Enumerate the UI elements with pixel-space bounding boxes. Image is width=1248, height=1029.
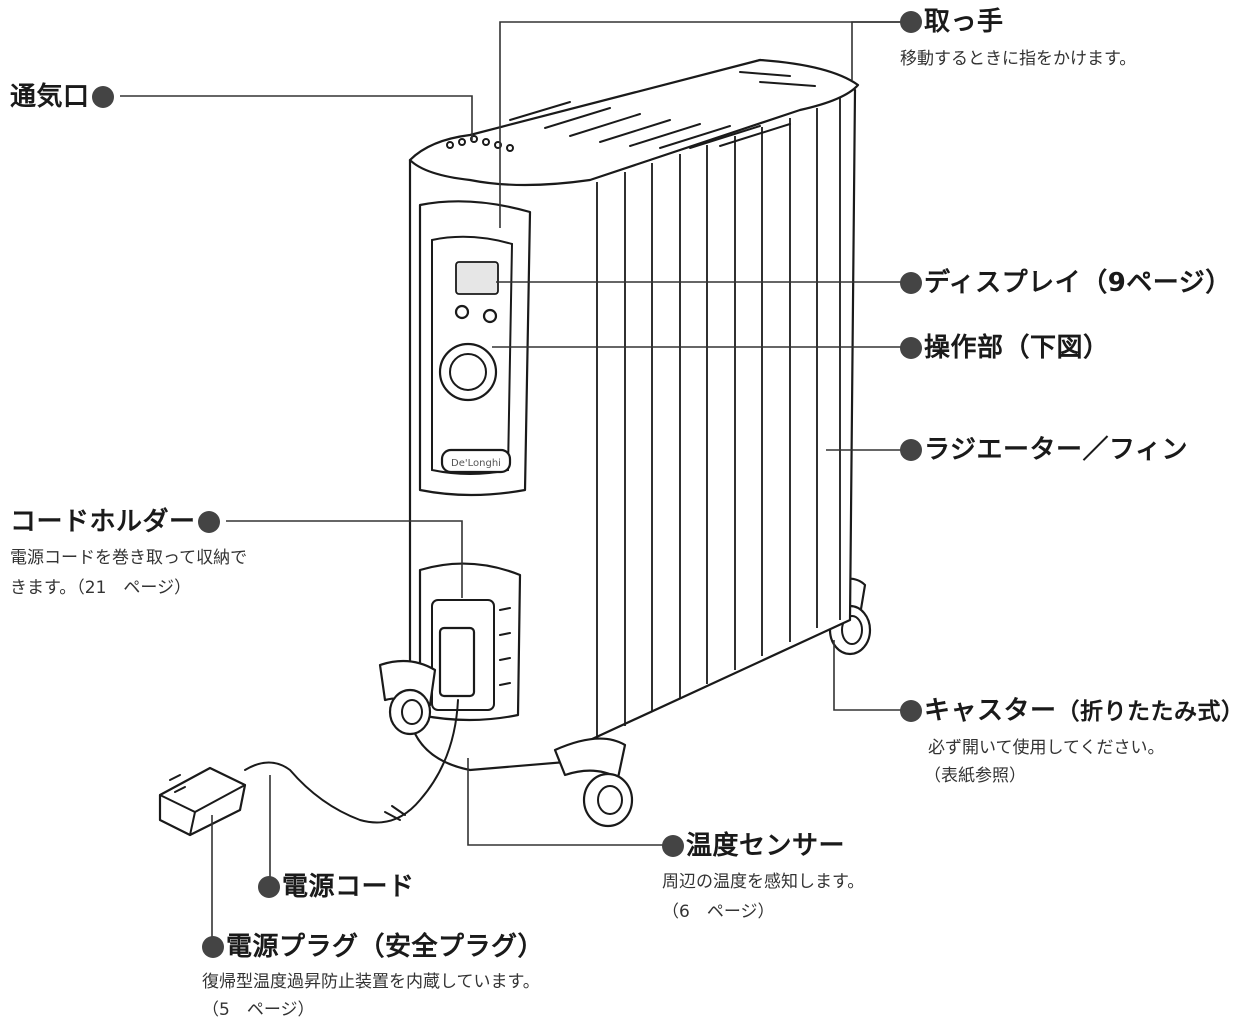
bullet-dot-icon	[900, 337, 922, 359]
label-control: 操作部（下図）	[900, 333, 1110, 363]
label-power-plug-desc-2: （5 ページ）	[202, 998, 314, 1022]
bullet-dot-icon	[900, 272, 922, 294]
bullet-dot-icon	[900, 700, 922, 722]
label-display-title: ディスプレイ	[924, 268, 1081, 298]
label-power-plug-note: （安全プラグ）	[359, 932, 545, 962]
label-cord-holder-desc-2: きます。（21 ページ）	[10, 576, 191, 600]
bullet-dot-icon	[258, 876, 280, 898]
mode-button-icon	[484, 310, 496, 322]
label-handle: 取っ手	[900, 7, 1004, 37]
bullet-dot-icon	[900, 439, 922, 461]
control-panel: De'Longhi	[420, 201, 530, 495]
brand-logo-text: De'Longhi	[451, 458, 501, 469]
label-power-plug: 電源プラグ（安全プラグ）	[202, 932, 544, 962]
label-handle-title: 取っ手	[924, 7, 1004, 37]
label-radiator: ラジエーター／フィン	[900, 435, 1188, 465]
bullet-dot-icon	[202, 936, 224, 958]
label-vent: 通気口	[10, 82, 114, 112]
label-control-note: （下図）	[1004, 333, 1110, 363]
label-cord-holder-title: コードホルダー	[10, 507, 196, 537]
label-temp-sensor-desc-2: （6 ページ）	[662, 900, 774, 924]
bullet-dot-icon	[662, 835, 684, 857]
label-caster-desc-2: （表紙参照）	[924, 764, 1026, 788]
label-caster-title: キャスター	[924, 696, 1057, 726]
label-temp-sensor-title: 温度センサー	[686, 831, 845, 861]
bullet-dot-icon	[92, 86, 114, 108]
label-display: ディスプレイ（9ページ）	[900, 268, 1232, 298]
label-power-plug-title: 電源プラグ	[226, 932, 359, 962]
label-power-cord-title: 電源コード	[282, 872, 415, 902]
power-button-icon	[456, 306, 468, 318]
cord-holder	[420, 564, 520, 720]
label-control-title: 操作部	[924, 333, 1004, 363]
label-temp-sensor-desc-1: 周辺の温度を感知します。	[662, 870, 864, 894]
label-vent-title: 通気口	[10, 82, 90, 112]
bullet-dot-icon	[198, 511, 220, 533]
label-radiator-title: ラジエーター／フィン	[924, 435, 1188, 465]
label-power-cord: 電源コード	[258, 872, 415, 902]
display-screen	[456, 262, 498, 294]
label-power-plug-desc-1: 復帰型温度過昇防止装置を内蔵しています。	[202, 970, 540, 994]
label-display-note: （9ページ）	[1081, 268, 1232, 298]
label-cord-holder: コードホルダー	[10, 507, 220, 537]
label-caster-note: （折りたたみ式）	[1057, 699, 1245, 725]
label-handle-desc: 移動するときに指をかけます。	[900, 47, 1136, 71]
power-plug	[160, 768, 245, 835]
label-caster: キャスター（折りたたみ式）	[900, 696, 1245, 727]
label-caster-desc-1: 必ず開いて使用してください。	[928, 736, 1164, 760]
label-cord-holder-desc-1: 電源コードを巻き取って収納で	[10, 546, 247, 570]
thermostat-dial	[440, 344, 496, 400]
bullet-dot-icon	[900, 11, 922, 33]
label-temp-sensor: 温度センサー	[662, 831, 845, 861]
